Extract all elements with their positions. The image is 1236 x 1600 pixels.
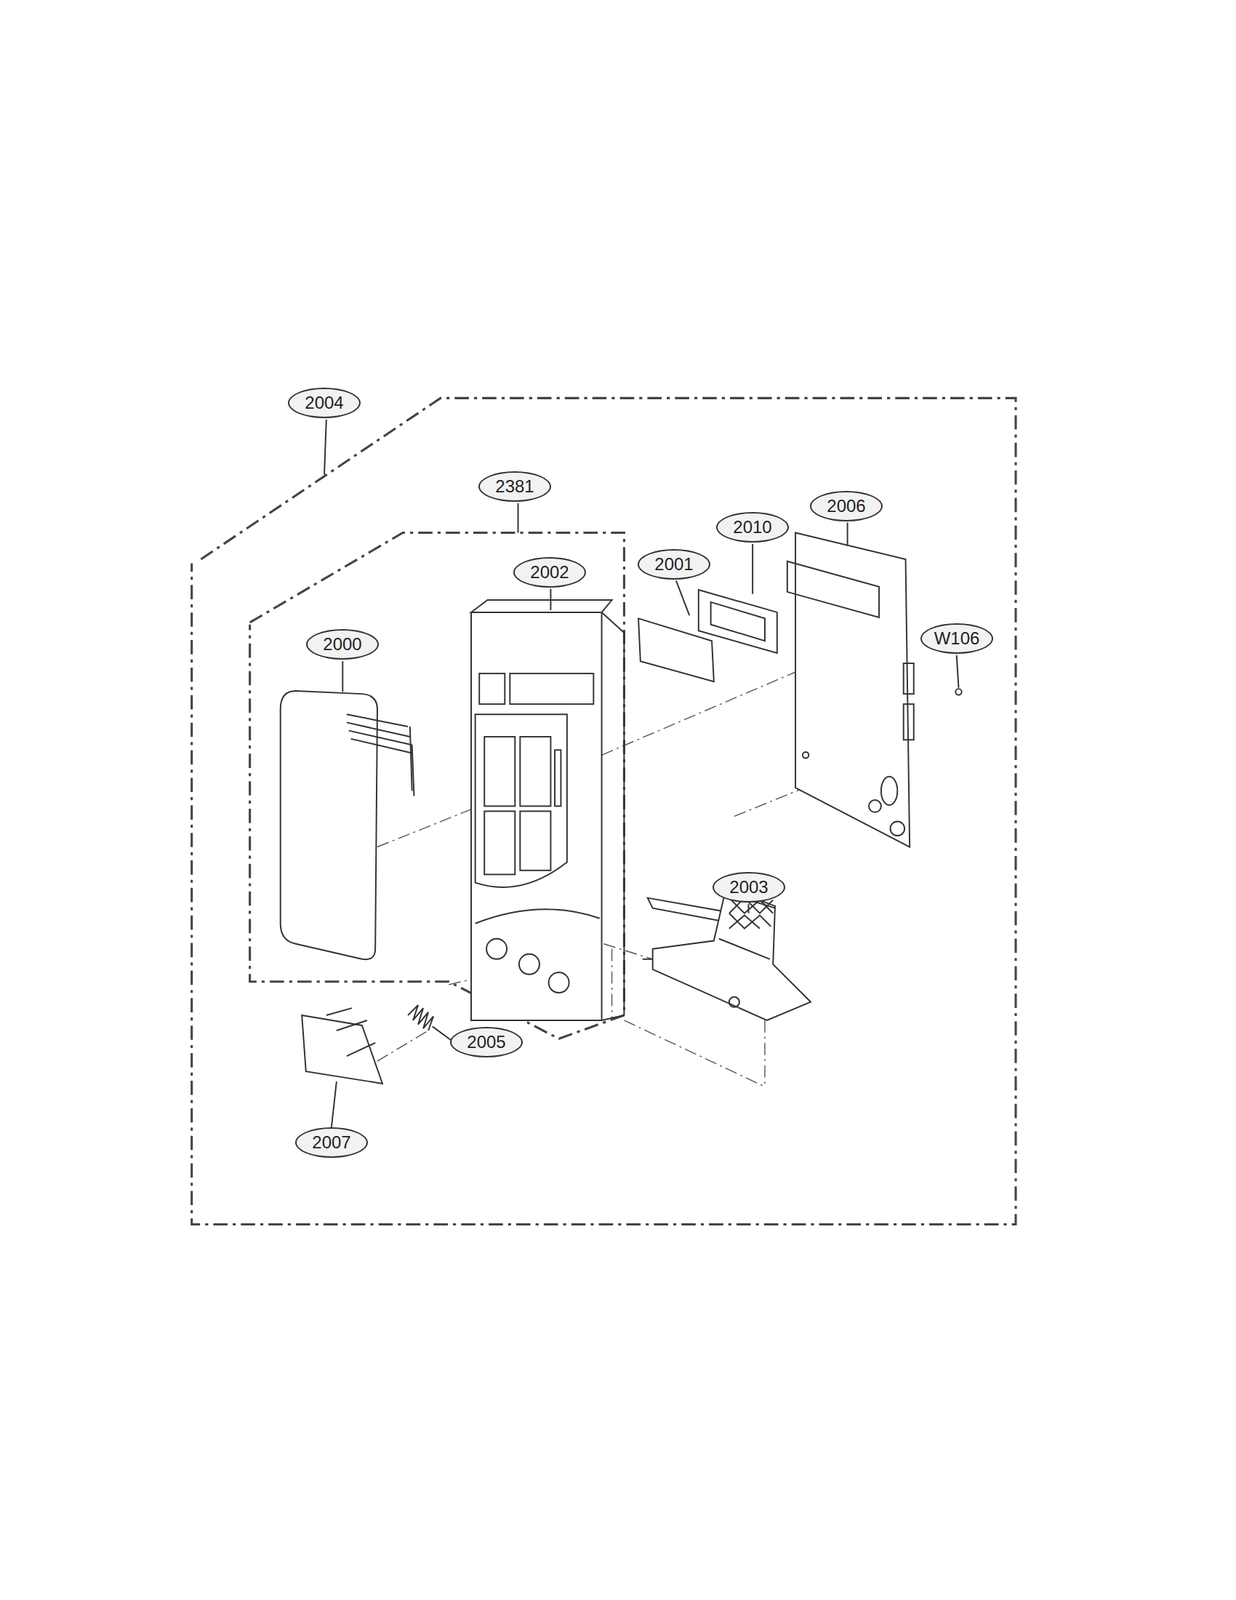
callout-number: 2000 <box>306 628 379 660</box>
callout-number: 2004 <box>287 387 361 419</box>
leader-line <box>324 419 959 1127</box>
callout-number: 2381 <box>478 471 552 502</box>
callout-number: 2001 <box>637 548 711 580</box>
callout-number: 2005 <box>450 1026 523 1058</box>
callout-number: W106 <box>920 623 994 654</box>
part-outline <box>280 532 962 1084</box>
callout-number: 2006 <box>809 490 883 522</box>
callout-number: 2002 <box>513 556 587 588</box>
callout-number: 2010 <box>716 511 789 543</box>
assembly-boundary <box>191 397 1016 1224</box>
callout-number: 2003 <box>712 871 786 903</box>
callout-number: 2007 <box>295 1126 368 1158</box>
